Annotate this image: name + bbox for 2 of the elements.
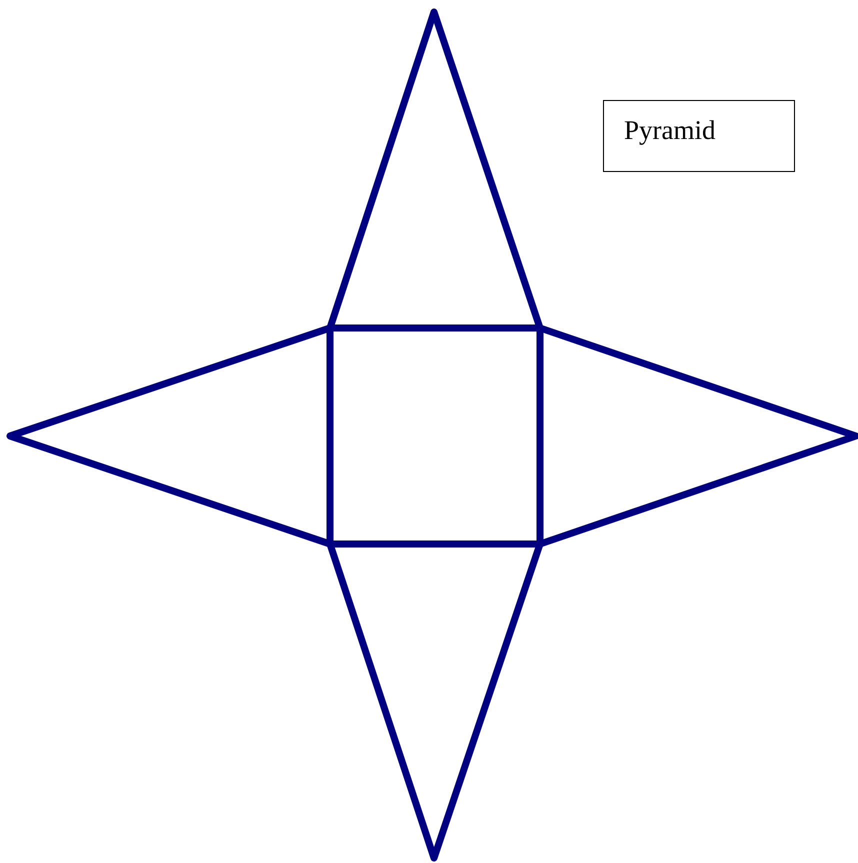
shape-name: Pyramid: [624, 115, 716, 146]
label-box: [603, 100, 795, 172]
